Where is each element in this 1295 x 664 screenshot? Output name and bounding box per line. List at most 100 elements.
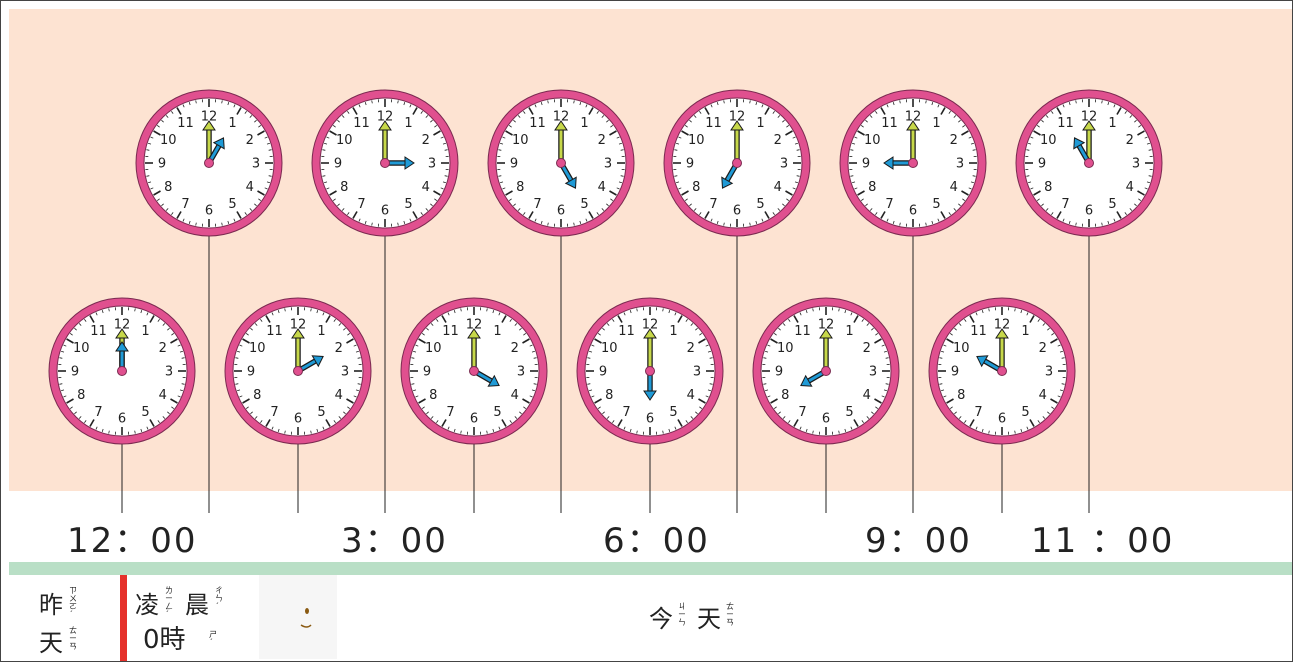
zero-hour-zhuyin: ㄕˊ xyxy=(209,630,217,647)
timeline-divider-bar xyxy=(9,562,1292,575)
dial-number: 1 xyxy=(1021,324,1029,339)
minute-hand xyxy=(291,328,305,371)
dial-number: 4 xyxy=(159,388,167,403)
dial-number: 7 xyxy=(181,197,189,212)
dial-number: 8 xyxy=(957,388,965,403)
dial-number: 7 xyxy=(94,405,102,420)
dial-number: 1 xyxy=(228,116,236,131)
minute-hand xyxy=(643,328,657,371)
dial-number: 9 xyxy=(510,157,518,172)
dial-number: 6 xyxy=(294,412,302,427)
dial-number: 11 xyxy=(881,116,898,131)
dial-number: 6 xyxy=(909,204,917,219)
dial-number: 2 xyxy=(159,341,167,356)
clock-center-pin xyxy=(997,366,1007,376)
dial-number: 12 xyxy=(201,110,218,125)
dial-number: 2 xyxy=(598,133,606,148)
dial-number: 6 xyxy=(470,412,478,427)
dial-number: 1 xyxy=(404,116,412,131)
dial-number: 4 xyxy=(335,388,343,403)
dial-number: 3 xyxy=(165,365,173,380)
clock-center-pin xyxy=(556,158,566,168)
dial-number: 6 xyxy=(998,412,1006,427)
dial-number: 1 xyxy=(141,324,149,339)
clock-center-pin xyxy=(380,158,390,168)
clock-center-pin xyxy=(469,366,479,376)
timeline-label-3: 3：00 xyxy=(341,521,448,561)
dial-number: 7 xyxy=(885,197,893,212)
dial-number: 2 xyxy=(950,133,958,148)
dial-number: 12 xyxy=(729,110,746,125)
dial-number: 11 xyxy=(794,324,811,339)
yesterday-char2: 天 xyxy=(39,629,63,657)
dial-number: 4 xyxy=(511,388,519,403)
minute-hand xyxy=(378,120,392,163)
dial-number: 2 xyxy=(246,133,254,148)
dial-number: 12 xyxy=(905,110,922,125)
dial-number: 11 xyxy=(266,324,283,339)
early-char1: 凌 xyxy=(135,591,159,619)
dial-number: 3 xyxy=(341,365,349,380)
dial-number: 7 xyxy=(622,405,630,420)
dial-number: 4 xyxy=(687,388,695,403)
early-char2: 晨 xyxy=(185,591,209,619)
early-zhuyin1: ㄌㄧㄥˊ xyxy=(165,586,173,619)
dial-number: 1 xyxy=(932,116,940,131)
today-char2: 天 xyxy=(697,605,721,633)
dial-number: 7 xyxy=(270,405,278,420)
dial-number: 7 xyxy=(798,405,806,420)
dial-number: 8 xyxy=(781,388,789,403)
dial-number: 6 xyxy=(381,204,389,219)
dial-number: 9 xyxy=(423,365,431,380)
dial-number: 8 xyxy=(77,388,85,403)
dial-number: 5 xyxy=(493,405,501,420)
dial-number: 3 xyxy=(869,365,877,380)
dial-number: 1 xyxy=(493,324,501,339)
dial-number: 9 xyxy=(1038,157,1046,172)
dial-number: 7 xyxy=(709,197,717,212)
dial-number: 10 xyxy=(688,133,705,148)
dial-number: 1 xyxy=(580,116,588,131)
dial-number: 1 xyxy=(756,116,764,131)
yesterday-char1: 昨 xyxy=(39,591,63,619)
clock-center-pin xyxy=(204,158,214,168)
dial-number: 1 xyxy=(1108,116,1116,131)
minute-hand xyxy=(554,120,568,163)
yesterday-zhuyin1: ㄗㄨㄛˊ xyxy=(69,586,77,619)
dial-number: 3 xyxy=(693,365,701,380)
dial-number: 12 xyxy=(466,318,483,333)
dial-number: 5 xyxy=(669,405,677,420)
dial-number: 6 xyxy=(118,412,126,427)
dial-number: 10 xyxy=(953,341,970,356)
dial-number: 4 xyxy=(598,180,606,195)
dial-number: 4 xyxy=(1039,388,1047,403)
clock-center-pin xyxy=(293,366,303,376)
timeline-label-11: 11 ：00 xyxy=(1031,521,1175,561)
dial-number: 3 xyxy=(252,157,260,172)
dial-number: 9 xyxy=(71,365,79,380)
yesterday-zhuyin2: ㄊㄧㄢ xyxy=(69,626,77,651)
dial-number: 6 xyxy=(1085,204,1093,219)
minute-hand xyxy=(819,328,833,371)
dial-number: 2 xyxy=(1126,133,1134,148)
dial-number: 8 xyxy=(253,388,261,403)
dial-number: 1 xyxy=(845,324,853,339)
dial-number: 4 xyxy=(1126,180,1134,195)
dial-number: 7 xyxy=(357,197,365,212)
timeline-label-12: 12：00 xyxy=(67,521,198,561)
dial-number: 5 xyxy=(404,197,412,212)
dial-number: 3 xyxy=(604,157,612,172)
dial-number: 3 xyxy=(428,157,436,172)
dial-number: 10 xyxy=(777,341,794,356)
dial-number: 9 xyxy=(247,365,255,380)
dial-number: 2 xyxy=(511,341,519,356)
dial-number: 2 xyxy=(335,341,343,356)
dial-number: 11 xyxy=(442,324,459,339)
